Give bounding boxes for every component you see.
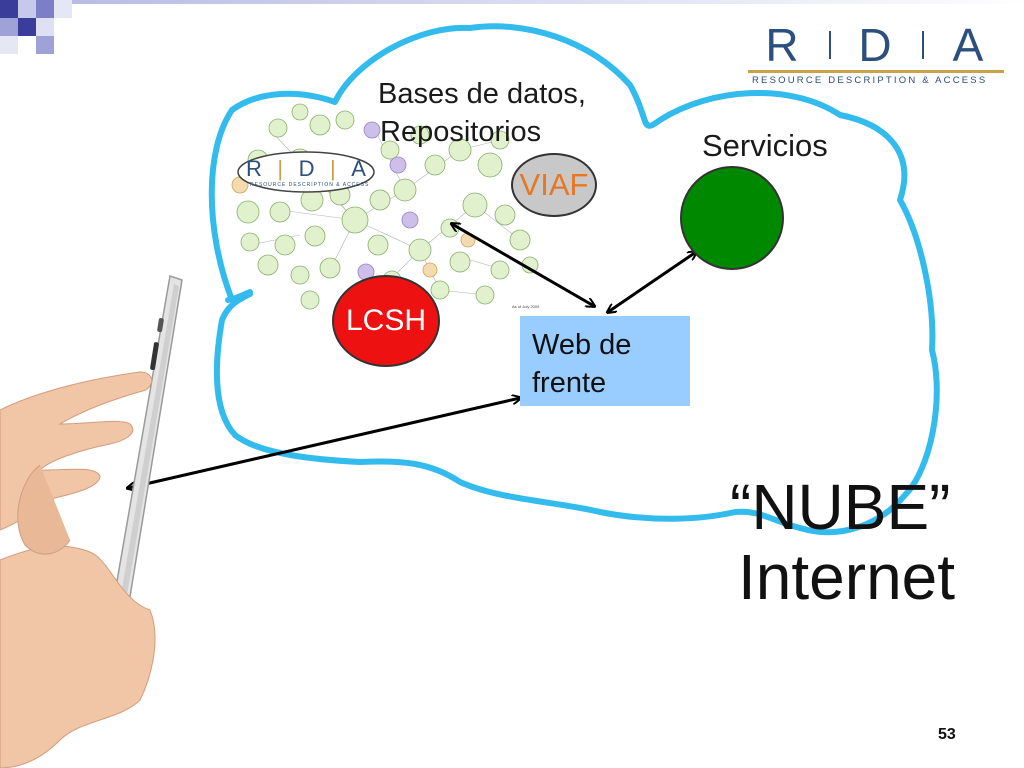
nube-internet-caption: “NUBE” Internet (730, 472, 955, 612)
arrow-web-viaf (452, 224, 594, 306)
internet-label: Internet (738, 541, 956, 613)
servicios-bubble (680, 166, 784, 270)
viaf-label: VIAF (519, 167, 589, 202)
logo-subtitle: RESOURCE DESCRIPTION & ACCESS (752, 75, 988, 86)
inner-rda-ellipse (237, 151, 375, 193)
servicios-label: Servicios (702, 128, 828, 163)
logo-letter-d: D (858, 19, 894, 71)
logo-letter-r: R (765, 19, 801, 71)
viaf-bubble: VIAF (511, 153, 597, 217)
web-label-line1: Web de (532, 329, 632, 361)
web-de-frente-box: Web de frente (520, 316, 690, 406)
lod-date-caption: As of July 2009 (512, 304, 540, 309)
hand-graphic (0, 371, 156, 768)
slide-number: 53 (938, 726, 956, 743)
web-label-line2: frente (532, 367, 607, 399)
repositorios-label: Repositorios (380, 116, 542, 148)
arrow-tablet-web (128, 398, 520, 488)
inner-rda-logo-subtitle: RESOURCE DESCRIPTION & ACCESS (250, 182, 370, 188)
lcsh-label: LCSH (345, 304, 427, 337)
rda-logo: R D A RESOURCE DESCRIPTION & ACCESS (748, 18, 1004, 88)
bases-label: Bases de datos, (378, 78, 586, 110)
nube-label: “NUBE” (730, 471, 951, 543)
inner-rda-logo: R | D | A (246, 156, 366, 181)
logo-letter-a: A (952, 19, 986, 71)
lcsh-bubble: LCSH (332, 275, 440, 367)
arrow-web-servicios (608, 252, 696, 312)
